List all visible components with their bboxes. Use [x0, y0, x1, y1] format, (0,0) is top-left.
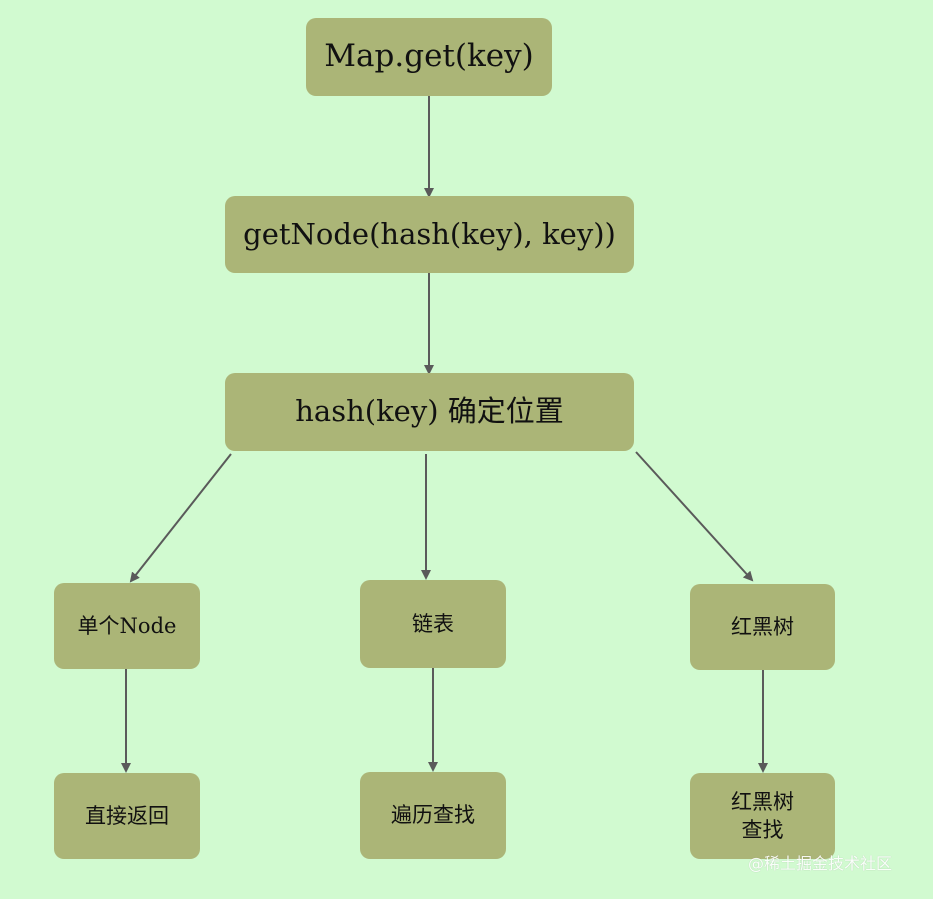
node-map-get: Map.get(key)	[306, 18, 552, 96]
arrow-hash-to-single-node	[129, 453, 232, 583]
node-get-node: getNode(hash(key), key))	[225, 196, 634, 273]
node-get-node-label: getNode(hash(key), key))	[243, 216, 616, 251]
node-direct-return-label: 直接返回	[85, 803, 169, 828]
node-linked-list: 链表	[360, 580, 506, 668]
node-tree-find: 红黑树 查找	[690, 773, 835, 859]
node-single-node-label: 单个Node	[77, 613, 177, 638]
node-hash-position: hash(key) 确定位置	[225, 373, 634, 451]
node-hash-position-label: hash(key) 确定位置	[295, 394, 564, 429]
node-red-black-tree-label: 红黑树	[731, 614, 794, 639]
node-map-get-label: Map.get(key)	[324, 38, 534, 75]
node-red-black-tree: 红黑树	[690, 584, 835, 670]
node-linked-list-label: 链表	[412, 611, 454, 636]
node-single-node: 单个Node	[54, 583, 200, 669]
arrow-hash-to-red-black-tree	[635, 451, 754, 582]
node-direct-return: 直接返回	[54, 773, 200, 859]
node-tree-find-label: 红黑树 查找	[731, 789, 794, 842]
watermark-text: @稀土掘金技术社区	[748, 854, 893, 873]
node-traverse-find-label: 遍历查找	[391, 803, 475, 828]
node-traverse-find: 遍历查找	[360, 772, 506, 859]
